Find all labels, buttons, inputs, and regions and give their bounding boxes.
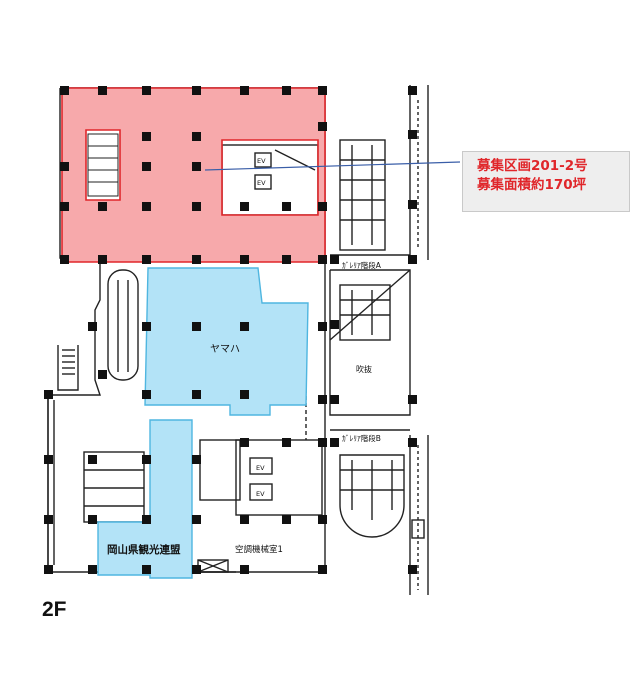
tenant-yamaha-area: [144, 267, 309, 416]
vacancy-callout: 募集区画201-2号 募集面積約170坪: [462, 151, 630, 212]
callout-unit-number: 募集区画201-2号: [477, 158, 588, 174]
label-machine-room: 空調機械室1: [235, 544, 283, 555]
label-ev-3: EV: [256, 464, 265, 472]
label-yamaha: ヤマハ: [210, 344, 240, 355]
callout-leader-line: [204, 161, 461, 171]
building-outline: [47, 85, 429, 595]
label-ev-1: EV: [257, 157, 266, 165]
label-ev-2: EV: [257, 179, 266, 187]
vacant-stair: [87, 133, 119, 197]
label-ev-4: EV: [256, 490, 265, 498]
label-okayama: 岡山県観光連盟: [107, 543, 181, 556]
label-stair-a: ｶﾞﾚﾘｱ階段A: [342, 260, 382, 270]
callout-area: 募集面積約170坪: [477, 177, 587, 193]
tenant-okayama-area: [97, 419, 193, 579]
label-stair-b: ｶﾞﾚﾘｱ階段B: [342, 433, 381, 443]
floor-label: 2F: [42, 598, 67, 621]
columns: [44, 86, 417, 574]
label-atrium: 吹抜: [356, 364, 372, 374]
vacant-unit-201-2: [61, 87, 326, 263]
